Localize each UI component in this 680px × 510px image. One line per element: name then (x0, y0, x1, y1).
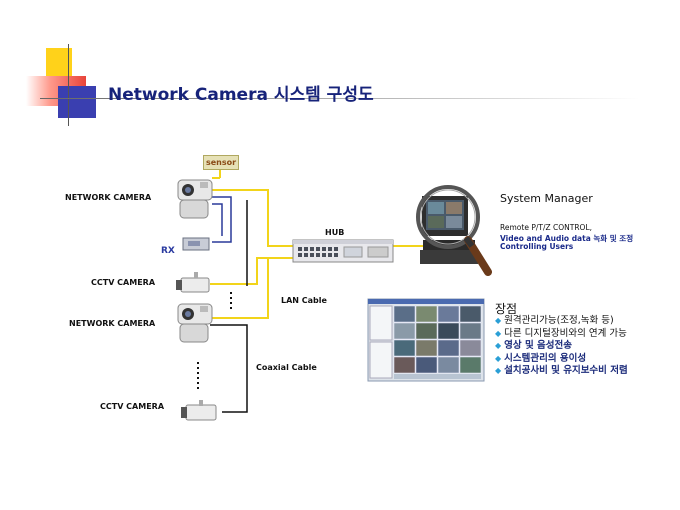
coaxial-cable-label: Coaxial Cable (256, 363, 317, 372)
lan-wire-cctv-camera-1 (210, 257, 293, 285)
hub-label: HUB (325, 228, 345, 237)
system-manager-line-1: Remote P/T/Z CONTROL, (500, 223, 593, 232)
system-manager-pc-icon (420, 196, 478, 264)
rx-wire (212, 196, 232, 243)
list-item: ◆다른 디지털장비와의 연계 가능 (495, 327, 627, 339)
coax-cables (210, 200, 248, 413)
page-title: Network Camera 시스템 구성도 (108, 85, 374, 105)
advantages-title: 장점 (495, 302, 518, 316)
diamond-bullet-icon: ◆ (495, 316, 502, 325)
network-camera-2-label: NETWORK CAMERA (69, 319, 156, 328)
title-deco-yellow-square (46, 48, 72, 78)
diamond-bullet-icon: ◆ (495, 366, 502, 375)
list-item: ◆시스템관리의 용이성 (495, 352, 587, 364)
lan-wire-network-camera-2 (212, 258, 269, 319)
magnifier-icon (416, 185, 492, 276)
more-devices-dots (197, 292, 232, 389)
rx-label: RX (161, 246, 175, 256)
list-item: ◆영상 및 음성전송 (495, 340, 572, 351)
diamond-bullet-icon: ◆ (495, 341, 502, 350)
sensor-label: sensor (203, 155, 239, 170)
system-manager-title: System Manager (500, 192, 593, 205)
network-camera-1-label: NETWORK CAMERA (65, 193, 152, 202)
diamond-bullet-icon: ◆ (495, 353, 502, 363)
monitoring-software-screenshot (367, 298, 485, 382)
list-item: ◆원격관리가능(조정,녹화 등) (495, 315, 614, 326)
list-item: ◆설치공사비 및 유지보수비 저렴 (495, 365, 628, 376)
rx-wires (212, 196, 232, 243)
network-camera-1-icon (177, 179, 213, 219)
lan-cable-label: LAN Cable (281, 296, 327, 305)
system-manager-line-3: Controlling Users (500, 242, 574, 251)
cctv-camera-1-icon (176, 272, 210, 293)
hub-icon (292, 239, 394, 263)
advantages-list: ◆원격관리가능(조정,녹화 등) ◆다른 디지털장비와의 연계 가능 ◆영상 및… (495, 315, 628, 378)
coax-wire-lower (210, 324, 248, 413)
title-underline (40, 98, 640, 99)
cctv-camera-2-icon (181, 400, 217, 421)
cctv-camera-1-label: CCTV CAMERA (91, 278, 156, 287)
title-deco-blue-square (58, 86, 96, 118)
system-manager-line-2: Video and Audio data 녹화 및 조정 (500, 234, 634, 243)
rx-receiver-icon (182, 237, 210, 251)
lan-wire-network-camera-1 (212, 189, 293, 247)
network-camera-2-icon (177, 303, 213, 343)
diamond-bullet-icon: ◆ (495, 328, 502, 338)
cctv-camera-2-label: CCTV CAMERA (100, 402, 165, 411)
title-deco-vertical-line (68, 44, 69, 126)
